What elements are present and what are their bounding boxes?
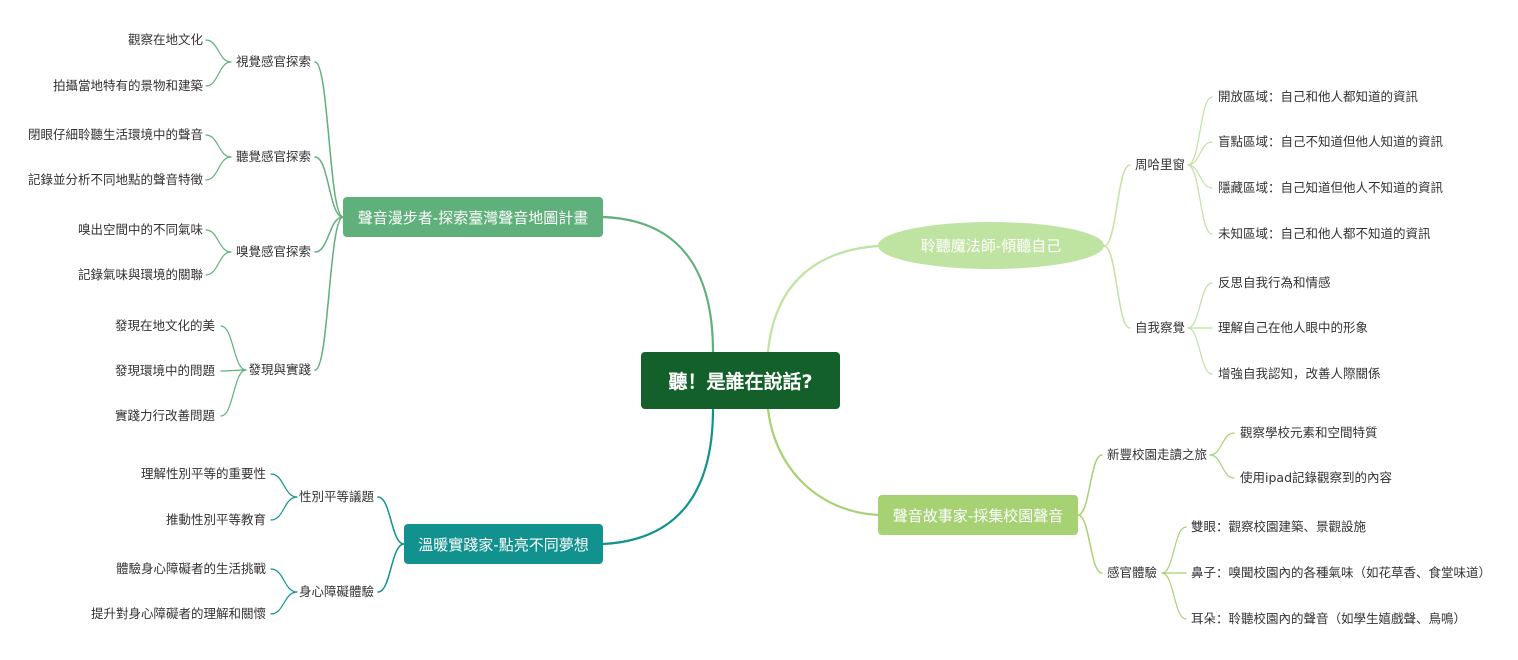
connector-magic-leaf: [1187, 141, 1213, 166]
connector-walker-group: [314, 156, 344, 218]
connector-walker-leaf: [220, 369, 247, 372]
connector-walker-leaf: [205, 61, 232, 87]
group-disability-experience[interactable]: 身心障礙體驗: [298, 584, 374, 599]
connector-walker-leaf: [220, 325, 247, 371]
leaf-discover-problems[interactable]: 發現環境中的問題: [114, 363, 215, 378]
connector-walker-leaf: [205, 39, 232, 63]
connector-story-group: [1077, 514, 1103, 574]
leaf-unknown-area[interactable]: 未知區域：自己和他人都不知道的資訊: [1218, 226, 1431, 241]
root-topic[interactable]: 聽！是誰在說話?: [641, 352, 840, 409]
connector-magic-leaf: [1187, 164, 1213, 235]
connector-story-leaf: [1209, 432, 1235, 456]
branch-sound-walker[interactable]: 聲音漫步者-探索臺灣聲音地圖計畫: [343, 197, 603, 237]
connector-warm-group: [377, 543, 405, 593]
leaf-improve-relations[interactable]: 增強自我認知，改善人際關係: [1218, 366, 1381, 381]
leaf-open-area[interactable]: 開放區域：自己和他人都知道的資訊: [1218, 89, 1419, 104]
connector-magic-leaf: [1187, 282, 1213, 329]
leaf-discover-culture[interactable]: 發現在地文化的美: [114, 318, 215, 333]
connector-magic-group: [1103, 164, 1131, 247]
leaf-hidden-area[interactable]: 隱藏區域：自己知道但他人不知道的資訊: [1218, 180, 1444, 195]
connector-story-leaf: [1161, 526, 1187, 574]
connector-story-group: [1077, 454, 1103, 516]
group-johari-window[interactable]: 周哈里窗: [1135, 157, 1186, 172]
group-olfactory-exploration[interactable]: 嗅覺感官探索: [235, 244, 311, 259]
leaf-self-image[interactable]: 理解自己在他人眼中的形象: [1218, 320, 1369, 335]
connector-magic-leaf: [1187, 96, 1213, 166]
connector-story-leaf: [1209, 454, 1235, 479]
group-visual-exploration[interactable]: 視覺感官探索: [235, 54, 311, 69]
connector-walker-leaf: [205, 134, 232, 158]
branch-listening-magician[interactable]: 聆聽魔法師-傾聽自己: [878, 222, 1104, 269]
connector-magic-leaf: [1187, 327, 1213, 375]
connector-story-leaf: [1161, 572, 1187, 620]
group-auditory-exploration[interactable]: 聽覺感官探索: [235, 149, 311, 164]
connector-magic-group: [1103, 245, 1131, 329]
leaf-gender-importance[interactable]: 理解性別平等的重要性: [140, 466, 266, 481]
connector-walker-group: [314, 216, 344, 371]
leaf-gender-education[interactable]: 推動性別平等教育: [165, 512, 266, 527]
leaf-improve-problems[interactable]: 實踐力行改善問題: [114, 408, 215, 423]
leaf-observe-local-culture[interactable]: 觀察在地文化: [127, 32, 203, 47]
connector-warm-leaf: [270, 568, 298, 593]
group-self-awareness[interactable]: 自我察覺: [1135, 320, 1186, 335]
branch-sound-storyteller[interactable]: 聲音故事家-採集校園聲音: [878, 495, 1078, 535]
connector-warm-group: [377, 496, 405, 545]
leaf-record-sound-features[interactable]: 記錄並分析不同地點的聲音特徵: [27, 172, 203, 187]
leaf-eyes[interactable]: 雙眼：觀察校園建築、景觀設施: [1191, 519, 1367, 534]
connector-walker-leaf: [205, 251, 232, 276]
leaf-nose[interactable]: 鼻子：嗅聞校園內的各種氣味（如花草香、食堂味道）: [1191, 565, 1492, 580]
group-discover-practice[interactable]: 發現與實踐: [248, 362, 311, 377]
connector-warm-leaf: [270, 496, 298, 521]
leaf-observe-school[interactable]: 觀察學校元素和空間特質: [1240, 425, 1378, 440]
connector-magic: [766, 244, 880, 354]
leaf-disability-care[interactable]: 提升對身心障礙者的理解和關懷: [90, 606, 266, 621]
leaf-ipad-record[interactable]: 使用ipad記錄觀察到的內容: [1240, 470, 1393, 485]
connector-walker-group: [314, 216, 344, 253]
leaf-listen-environment[interactable]: 閉眼仔細聆聽生活環境中的聲音: [27, 127, 203, 142]
leaf-photograph-landmarks[interactable]: 拍攝當地特有的景物和建築: [52, 78, 203, 93]
connector-walker-leaf: [205, 229, 232, 253]
connector-warm: [601, 407, 715, 546]
connector-walker-leaf: [220, 369, 247, 417]
leaf-reflect-behavior[interactable]: 反思自我行為和情感: [1218, 275, 1331, 290]
connector-warm-leaf: [270, 473, 298, 498]
connector-story: [766, 407, 880, 517]
connector-walker-leaf: [205, 156, 232, 181]
connector-warm-leaf: [270, 591, 298, 615]
group-gender-equality[interactable]: 性別平等議題: [298, 489, 374, 504]
leaf-record-smell[interactable]: 記錄氣味與環境的關聯: [77, 267, 203, 282]
connector-walker: [601, 215, 715, 354]
leaf-blind-area[interactable]: 盲點區域：自己不知道但他人知道的資訊: [1218, 134, 1444, 149]
leaf-disability-challenges[interactable]: 體驗身心障礙者的生活挑戰: [115, 561, 266, 576]
leaf-smell-space[interactable]: 嗅出空間中的不同氣味: [77, 222, 203, 237]
branch-warm-practitioner[interactable]: 溫暖實踐家-點亮不同夢想: [404, 524, 603, 564]
leaf-ears[interactable]: 耳朵：聆聽校園內的聲音（如學生嬉戲聲、鳥鳴）: [1191, 611, 1467, 626]
connector-walker-group: [314, 61, 344, 218]
group-sensory-experience[interactable]: 感官體驗: [1107, 565, 1158, 580]
group-campus-walk[interactable]: 新豐校園走讀之旅: [1107, 447, 1208, 462]
